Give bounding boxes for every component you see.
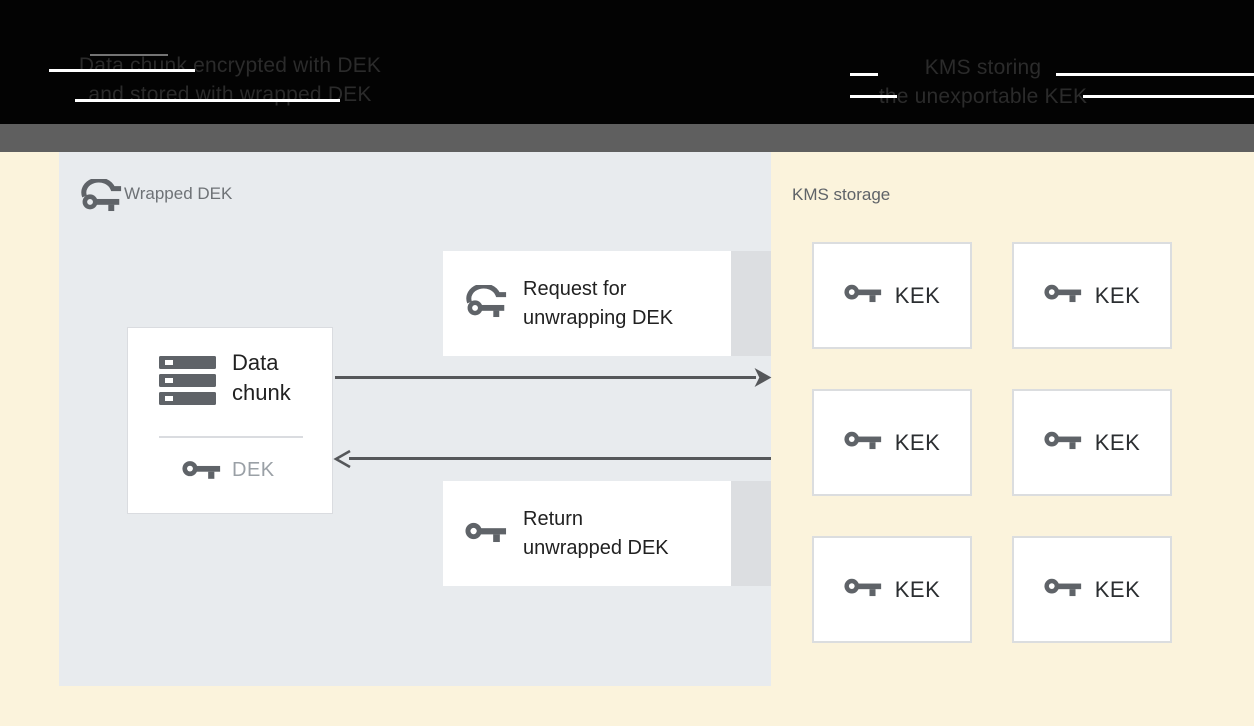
- kek-box: KEK: [812, 536, 972, 643]
- arrow-left-head: [333, 449, 352, 474]
- kek-box: KEK: [1012, 389, 1172, 496]
- glitch-streak: [75, 99, 340, 102]
- return-box-side-strip: [731, 481, 771, 586]
- kms-storage-label: KMS storage: [792, 185, 891, 204]
- kek-label: KEK: [1094, 576, 1141, 602]
- request-unwrapping-box: Request for unwrapping DEK: [443, 251, 731, 356]
- dek-label: DEK: [232, 459, 275, 481]
- return-box-line2: unwrapped DEK: [523, 537, 669, 559]
- kek-label: KEK: [894, 282, 941, 308]
- wrapped-dek-label: Wrapped DEK: [124, 184, 233, 203]
- kek-box: KEK: [1012, 536, 1172, 643]
- key-icon: [465, 519, 507, 550]
- divider-line: [159, 436, 303, 438]
- return-box-text: Return unwrapped DEK: [523, 505, 669, 563]
- data-chunk-title-line1: Data: [232, 350, 279, 375]
- glitch-streak: [1083, 95, 1254, 98]
- glitch-streak: [1056, 73, 1254, 76]
- glitch-streak: [850, 95, 897, 98]
- request-box-line2: unwrapping DEK: [523, 307, 674, 329]
- right-caption-line1: KMS storing: [924, 56, 1042, 79]
- wrapped-key-icon: [80, 177, 122, 217]
- right-caption-line2: the unexportable KEK: [878, 85, 1088, 108]
- wrapped-key-icon: [465, 283, 507, 323]
- data-chunk-title-line2: chunk: [232, 380, 291, 405]
- kek-label: KEK: [894, 429, 941, 455]
- left-caption-line2: and stored with wrapped DEK: [88, 83, 372, 106]
- kek-label: KEK: [1094, 429, 1141, 455]
- glitch-streak: [90, 54, 168, 56]
- request-arrow-line: [335, 376, 756, 379]
- key-icon: [844, 428, 882, 457]
- data-chunk-box: Data chunk DEK: [127, 327, 333, 514]
- data-chunk-title: Data chunk: [232, 348, 291, 408]
- key-icon: [844, 575, 882, 604]
- request-box-line1: Request for: [523, 278, 627, 300]
- arrow-right-head: [754, 368, 772, 392]
- return-unwrapped-box: Return unwrapped DEK: [443, 481, 731, 586]
- key-icon: [182, 457, 221, 487]
- request-box-side-strip: [731, 251, 771, 356]
- header-bar: Data chunk encrypted with DEK and stored…: [0, 0, 1254, 124]
- request-box-text: Request for unwrapping DEK: [523, 275, 673, 333]
- server-stack-icon: [159, 356, 216, 410]
- key-icon: [1044, 428, 1082, 457]
- kek-box: KEK: [812, 389, 972, 496]
- right-caption: KMS storing the unexportable KEK: [820, 53, 1146, 111]
- glitch-streak: [850, 73, 878, 76]
- kek-box: KEK: [1012, 242, 1172, 349]
- kek-label: KEK: [1094, 282, 1141, 308]
- glitch-streak: [49, 69, 195, 72]
- kek-label: KEK: [894, 576, 941, 602]
- key-icon: [844, 281, 882, 310]
- key-icon: [1044, 575, 1082, 604]
- return-box-line1: Return: [523, 508, 584, 530]
- return-arrow-line: [349, 457, 771, 460]
- divider-bar: [0, 124, 1254, 152]
- kek-box: KEK: [812, 242, 972, 349]
- key-icon: [1044, 281, 1082, 310]
